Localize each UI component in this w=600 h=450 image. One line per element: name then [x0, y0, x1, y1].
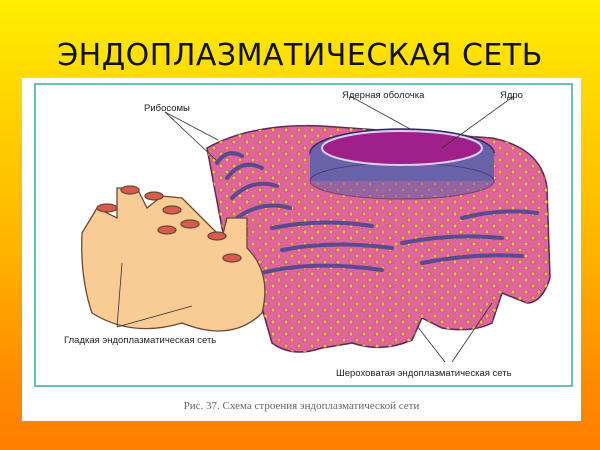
label-smooth-er: Гладкая эндоплазматическая сеть	[64, 335, 217, 346]
label-rough-er: Шероховатая эндоплазматическая сеть	[336, 368, 512, 379]
figure-panel: Рибосомы Ядерная оболочка Ядро Гладкая э…	[22, 78, 581, 421]
leader-lines	[116, 95, 515, 363]
slide-title: ЭНДОПЛАЗМАТИЧЕСКАЯ СЕТЬ	[57, 38, 543, 73]
label-ribosomes: Рибосомы	[144, 103, 190, 114]
er-diagram	[81, 95, 551, 363]
nucleus-illustration	[309, 128, 495, 200]
label-nuclear-envelope: Ядерная оболочка	[342, 90, 425, 101]
label-nucleus: Ядро	[500, 90, 523, 101]
figure-caption: Рис. 37. Схема строения эндоплазматическ…	[183, 400, 420, 412]
smooth-er-illustration	[81, 185, 266, 332]
